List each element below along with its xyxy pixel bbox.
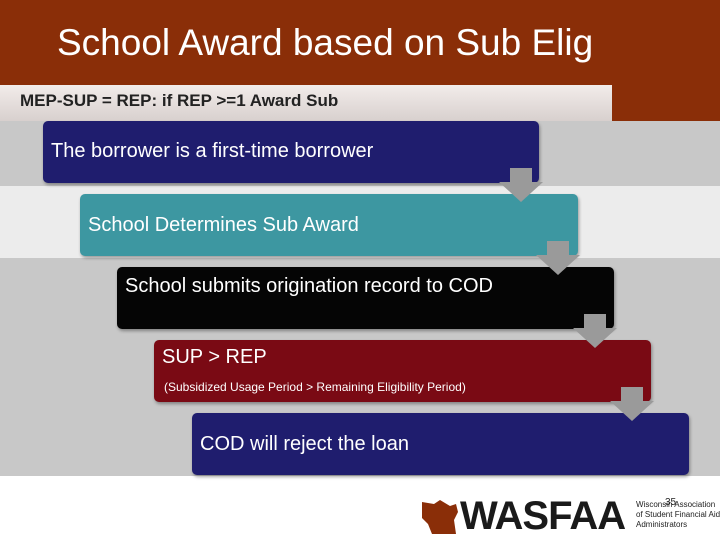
header-accent — [612, 85, 720, 121]
wasfaa-logo: WASFAA — [460, 494, 626, 538]
slide-title: School Award based on Sub Elig — [57, 22, 594, 63]
step-1-text: The borrower is a first-time borrower — [51, 140, 374, 162]
step-box-5: COD will reject the loan — [192, 413, 689, 475]
step-2-text: School Determines Sub Award — [88, 214, 359, 236]
step-box-4: SUP > REP (Subsidized Usage Period > Rem… — [154, 340, 651, 402]
step-4-text: SUP > REP — [162, 346, 267, 368]
step-5-text: COD will reject the loan — [200, 433, 409, 455]
step-3-text: School submits origination record to COD — [125, 275, 493, 297]
step-4-note: (Subsidized Usage Period > Remaining Eli… — [164, 380, 466, 394]
page-number: 35 — [665, 497, 677, 508]
slide-subtitle: MEP-SUP = REP: if REP >=1 Award Sub — [20, 91, 339, 110]
down-arrow-icon — [573, 314, 617, 348]
down-arrow-icon — [499, 168, 543, 202]
step-box-1: The borrower is a first-time borrower — [43, 121, 539, 183]
logo-tagline: Wisconsin Association of Student Financi… — [636, 500, 720, 529]
down-arrow-icon — [536, 241, 580, 275]
footer-background — [0, 476, 720, 540]
subtitle-bar — [0, 85, 720, 121]
header-bar — [0, 0, 720, 85]
step-box-3: School submits origination record to COD — [117, 267, 614, 329]
wisconsin-map-icon — [422, 500, 458, 534]
down-arrow-icon — [610, 387, 654, 421]
step-box-2: School Determines Sub Award — [80, 194, 578, 256]
